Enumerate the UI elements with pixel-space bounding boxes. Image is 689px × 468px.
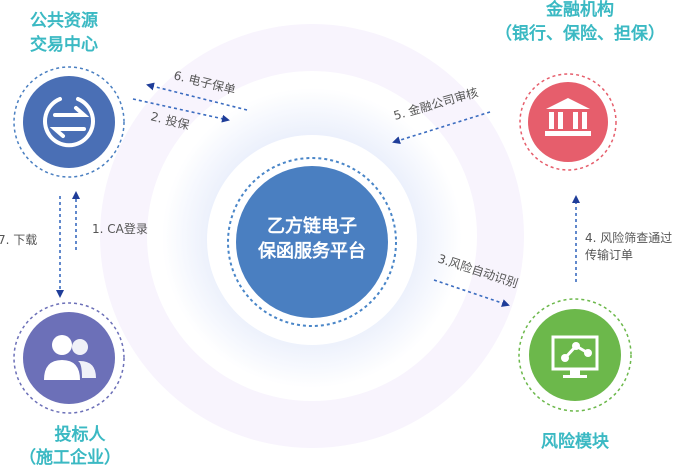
- risk-module-node[interactable]: [518, 298, 632, 412]
- public-center-title-line2: 交易中心: [30, 34, 98, 55]
- financial-title-line1: 金融机构: [545, 0, 614, 20]
- public-center-node[interactable]: [13, 66, 125, 178]
- center-title-line1: 乙方链电子: [267, 215, 357, 237]
- financial-title-line2: （银行、保险、担保）: [495, 23, 665, 44]
- step-7-label: 7. 下载: [0, 233, 37, 247]
- arrow-step-3: [433, 279, 510, 307]
- arrow-step-5: [392, 111, 491, 145]
- bank-icon: [545, 98, 591, 136]
- step-4-label-line1: 4. 风险筛查通过: [585, 230, 672, 245]
- financial-institution-node[interactable]: [519, 73, 617, 171]
- step-1-label: 1. CA登录: [92, 221, 148, 236]
- exchange-arrows-icon: [43, 97, 95, 148]
- center-platform-node[interactable]: 乙方链电子 保函服务平台: [227, 157, 397, 327]
- bidder-title-line2: （施工企业）: [19, 447, 121, 468]
- arrow-step-6: [146, 82, 248, 111]
- users-icon: [44, 335, 96, 380]
- flow-arrows: [56, 82, 580, 307]
- step-4-label-line2: 传输订单: [585, 247, 633, 262]
- risk-title: 风险模块: [541, 431, 610, 452]
- monitor-chart-icon: [551, 335, 599, 378]
- center-title-line2: 保函服务平台: [257, 240, 366, 262]
- bidder-node[interactable]: [13, 302, 125, 414]
- public-center-title-line1: 公共资源: [30, 10, 98, 31]
- bidder-title-line1: 投标人: [55, 424, 107, 445]
- arrow-step-2: [132, 98, 230, 123]
